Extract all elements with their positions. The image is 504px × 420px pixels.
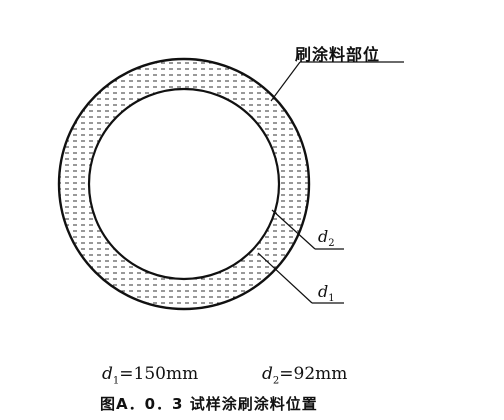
outer-circle (57, 57, 311, 311)
d1-symbol: d (318, 282, 329, 301)
inner-circle (87, 87, 281, 281)
dimension-d2: d2=92mm (262, 364, 347, 386)
dimension-d1-subscript: 1 (112, 375, 120, 387)
d2-label: d2 (318, 227, 335, 249)
d1-leader-line (257, 252, 313, 304)
dimension-d2-symbol: d (262, 364, 273, 384)
d2-symbol: d (318, 227, 329, 246)
dimension-d1-symbol: d (102, 364, 113, 384)
figure-caption: 图A．0．3 试样涂刷涂料位置 (100, 395, 318, 413)
coating-area-label: 刷涂料部位 (295, 45, 381, 64)
dimension-d1-value: =150mm (119, 364, 199, 384)
d2-leader-line (271, 209, 316, 250)
d1-subscript: 1 (328, 293, 335, 305)
dimension-d2-value: =92mm (279, 364, 348, 384)
d1-label: d1 (318, 282, 335, 304)
coating-leader-line (270, 61, 301, 102)
dimension-d1: d1=150mm (102, 364, 198, 386)
dimension-d2-subscript: 2 (272, 375, 280, 387)
d2-subscript: 2 (328, 238, 335, 250)
